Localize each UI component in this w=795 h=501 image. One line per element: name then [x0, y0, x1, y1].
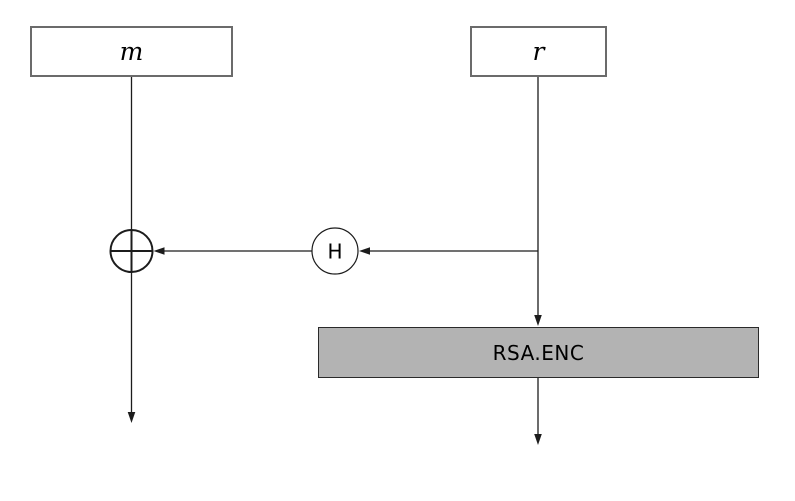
- hash-input-arrowhead: [359, 247, 370, 255]
- hash-node-circle: [311, 227, 359, 275]
- rsa-input-arrowhead: [534, 315, 542, 326]
- r-input-box: r: [470, 26, 607, 77]
- m-input-label: m: [119, 37, 144, 66]
- xor-input-arrowhead: [153, 247, 165, 255]
- r-input-label: r: [532, 37, 545, 66]
- xor-icon: [109, 229, 154, 273]
- rsa-enc-label: RSA.ENC: [492, 340, 585, 365]
- hash-node-label: H: [327, 240, 342, 264]
- hash-node: H: [311, 227, 359, 275]
- rsa-enc-block: RSA.ENC: [318, 327, 759, 378]
- m-input-box: m: [30, 26, 233, 77]
- masked-output-arrowhead: [127, 412, 136, 423]
- rsa-output-arrowhead: [534, 434, 542, 445]
